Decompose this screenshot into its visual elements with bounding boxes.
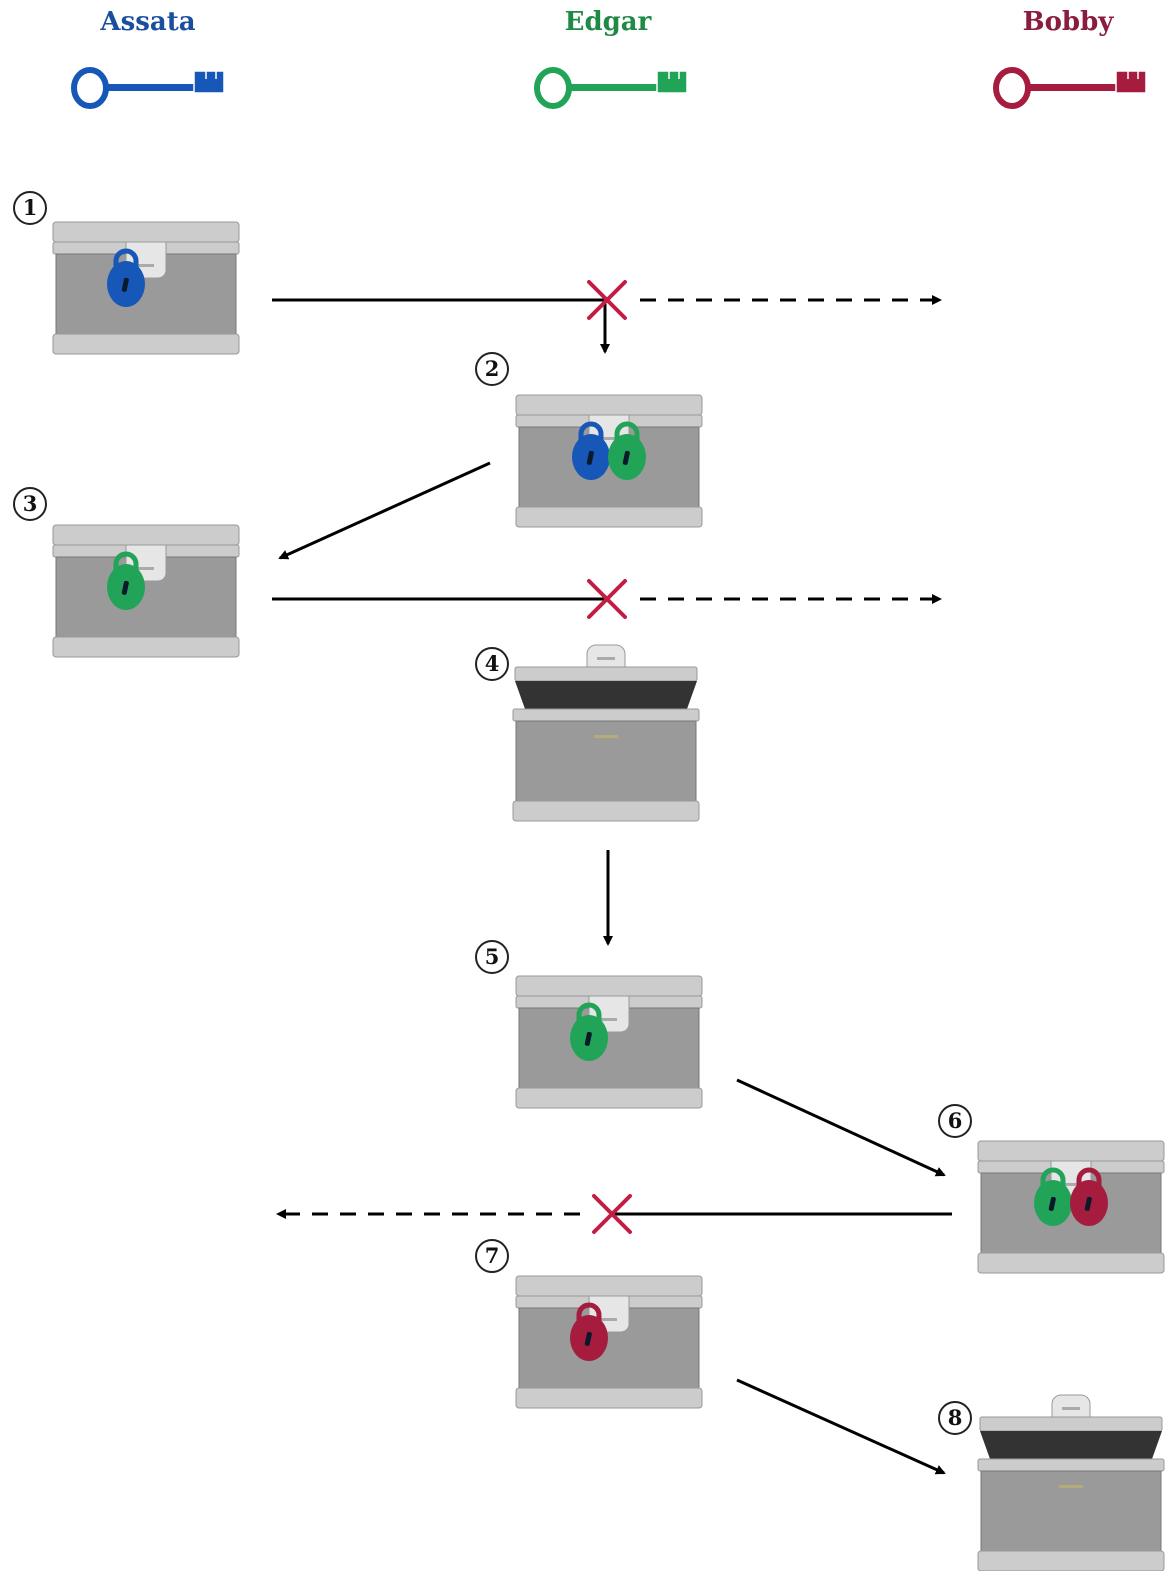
participant-name: Edgar [565,7,652,37]
chest-icon [515,1275,703,1409]
step-7: 7 [475,1239,703,1409]
step-number-label: 1 [23,195,38,220]
step-1: 1 [13,191,240,355]
chest-icon [515,975,703,1109]
step-number: 1 [13,191,47,225]
participant-edgar: Edgar [534,7,688,109]
step-2: 2 [475,352,703,528]
step-number-label: 6 [948,1108,963,1133]
step-number: 5 [475,940,509,974]
step-3: 3 [13,487,240,658]
chest-icon [977,1140,1165,1274]
padlock-icon [107,248,145,307]
step-number-label: 3 [23,491,38,516]
cross-icon [587,280,627,320]
padlock-icon [570,1302,608,1361]
step-number: 8 [938,1401,972,1435]
chest-icon [52,524,240,658]
key-icon [71,67,225,109]
padlock-icon [107,551,145,610]
cross-icon [587,579,627,619]
arrow-icon [736,1378,946,1475]
key-icon [993,67,1147,109]
step-number: 7 [475,1239,509,1273]
padlock-icon [1070,1167,1108,1226]
step-5: 5 [475,940,703,1109]
cross-icon [592,1194,632,1234]
padlock-icon [570,1002,608,1061]
steps: 1 2 3 4 5 6 7 8 [13,191,1165,1571]
arrow-icon [736,1078,946,1177]
step-number-label: 4 [485,651,500,676]
step-number: 4 [475,647,509,681]
chest-icon [52,221,240,355]
step-4: 4 [475,644,700,822]
step-number-label: 7 [485,1243,500,1268]
participant-bobby: Bobby [993,7,1147,109]
participant-name: Assata [99,7,195,37]
participant-assata: Assata [71,7,225,109]
padlock-icon [572,421,610,480]
participant-name: Bobby [1023,7,1115,37]
step-number: 3 [13,487,47,521]
padlock-icon [1034,1167,1072,1226]
flow-arrows [272,295,952,1475]
step-number: 6 [938,1104,972,1138]
step-number-label: 8 [948,1405,963,1430]
chest-icon [977,1394,1165,1571]
step-6: 6 [938,1104,1165,1274]
intercept-marks [587,280,632,1234]
step-8: 8 [938,1394,1165,1571]
step-number-label: 5 [485,944,500,969]
step-number: 2 [475,352,509,386]
key-icon [534,67,688,109]
arrow-icon [278,461,491,560]
chest-icon [512,644,700,822]
chest-icon [515,394,703,528]
padlock-icon [608,421,646,480]
step-number-label: 2 [485,356,500,381]
